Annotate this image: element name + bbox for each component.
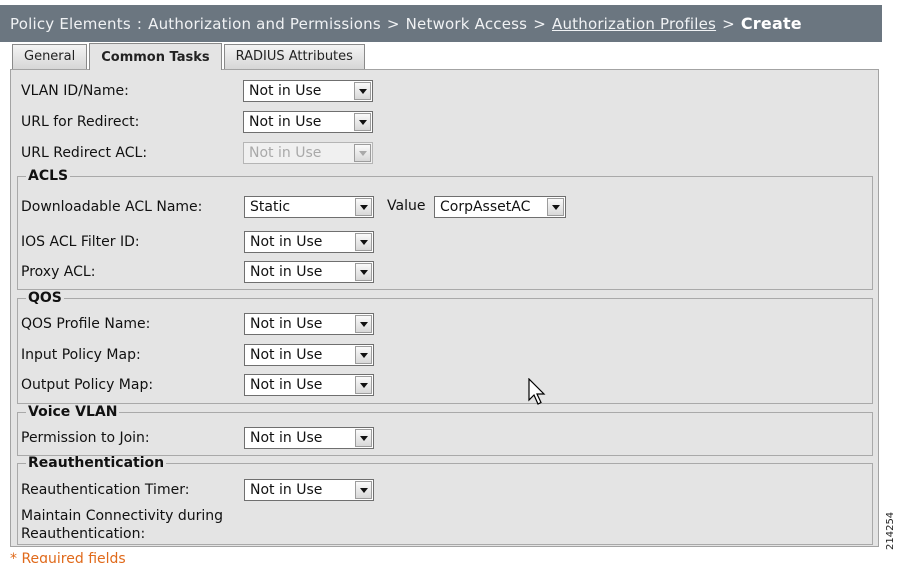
output-policy-label: Output Policy Map: (21, 377, 154, 393)
url-redirect-acl-select-value: Not in Use (249, 145, 322, 161)
reauth-timer-select[interactable]: Not in Use (244, 479, 374, 501)
breadcrumb-separator: : (136, 14, 143, 33)
chevron-down-icon (354, 113, 371, 131)
tab-bar: General Common Tasks RADIUS Attributes (12, 43, 367, 70)
url-redirect-acl-label: URL Redirect ACL: (21, 145, 148, 161)
chevron-down-icon (355, 315, 372, 333)
figure-id: 214254 (885, 511, 896, 550)
qos-profile-select-value: Not in Use (250, 316, 323, 332)
ios-acl-label: IOS ACL Filter ID: (21, 234, 140, 250)
breadcrumb-network-access: Network Access (405, 14, 528, 33)
downloadable-acl-select-value: Static (250, 199, 291, 215)
breadcrumb-separator: > (722, 14, 735, 33)
chevron-down-icon (355, 429, 372, 447)
breadcrumb-authorization-profiles-link[interactable]: Authorization Profiles (551, 14, 717, 33)
qos-profile-label: QOS Profile Name: (21, 316, 151, 332)
url-redirect-row: URL for Redirect: (21, 110, 139, 134)
chevron-down-icon (354, 82, 371, 100)
tab-common-tasks[interactable]: Common Tasks (89, 43, 222, 70)
breadcrumb: Policy Elements : Authorization and Perm… (0, 5, 882, 42)
vlan-select-value: Not in Use (249, 83, 322, 99)
vlan-label: VLAN ID/Name: (21, 83, 129, 99)
qos-section: QOS (17, 290, 873, 404)
tab-general[interactable]: General (12, 44, 88, 69)
reauthentication-section: Reauthentication (17, 455, 873, 545)
output-policy-row: Output Policy Map: (21, 373, 153, 397)
chevron-down-icon (355, 346, 372, 364)
acl-value-select-value: CorpAssetAC (440, 199, 531, 215)
vlan-select[interactable]: Not in Use (243, 80, 373, 102)
reauth-timer-select-value: Not in Use (250, 482, 323, 498)
ios-acl-row: IOS ACL Filter ID: (21, 230, 140, 254)
downloadable-acl-row: Downloadable ACL Name: (21, 195, 202, 219)
input-policy-label: Input Policy Map: (21, 347, 141, 363)
qos-profile-row: QOS Profile Name: (21, 312, 150, 336)
permission-join-row: Permission to Join: (21, 426, 150, 450)
mouse-cursor-icon (528, 378, 546, 405)
permission-join-label: Permission to Join: (21, 430, 150, 446)
ios-acl-select-value: Not in Use (250, 234, 323, 250)
page-title: Create (740, 14, 802, 33)
reauth-timer-row: Reauthentication Timer: (21, 478, 189, 502)
url-redirect-select[interactable]: Not in Use (243, 111, 373, 133)
acl-value-label: Value (387, 198, 426, 214)
acls-legend: ACLS (28, 168, 69, 184)
chevron-down-icon (547, 198, 564, 216)
chevron-down-icon (355, 233, 372, 251)
url-redirect-acl-row: URL Redirect ACL: (21, 141, 147, 165)
chevron-down-icon (354, 144, 371, 162)
input-policy-select-value: Not in Use (250, 347, 323, 363)
voice-vlan-legend: Voice VLAN (28, 404, 118, 420)
maintain-connectivity-label: Maintain Connectivity during Reauthentic… (21, 507, 223, 543)
permission-join-select[interactable]: Not in Use (244, 427, 374, 449)
proxy-acl-select[interactable]: Not in Use (244, 261, 374, 283)
proxy-acl-row: Proxy ACL: (21, 260, 95, 284)
chevron-down-icon (355, 198, 372, 216)
proxy-acl-select-value: Not in Use (250, 264, 323, 280)
chevron-down-icon (355, 263, 372, 281)
maintain-connectivity-line1: Maintain Connectivity during (21, 508, 224, 524)
proxy-acl-label: Proxy ACL: (21, 264, 96, 280)
maintain-connectivity-line2: Reauthentication: (21, 526, 146, 542)
downloadable-acl-label: Downloadable ACL Name: (21, 199, 203, 215)
chevron-down-icon (355, 481, 372, 499)
output-policy-select[interactable]: Not in Use (244, 374, 374, 396)
url-redirect-label: URL for Redirect: (21, 114, 140, 130)
url-redirect-select-value: Not in Use (249, 114, 322, 130)
ios-acl-select[interactable]: Not in Use (244, 231, 374, 253)
acls-section: ACLS (17, 168, 873, 290)
permission-join-select-value: Not in Use (250, 430, 323, 446)
input-policy-row: Input Policy Map: (21, 343, 141, 367)
url-redirect-acl-select: Not in Use (243, 142, 373, 164)
qos-profile-select[interactable]: Not in Use (244, 313, 374, 335)
breadcrumb-separator: > (386, 14, 400, 33)
breadcrumb-separator: > (533, 14, 546, 33)
breadcrumb-authorization-permissions: Authorization and Permissions (148, 14, 381, 33)
vlan-row: VLAN ID/Name: (21, 79, 129, 103)
tab-radius-attributes[interactable]: RADIUS Attributes (223, 44, 365, 69)
qos-legend: QOS (28, 290, 62, 306)
downloadable-acl-select[interactable]: Static (244, 196, 374, 218)
output-policy-select-value: Not in Use (250, 377, 323, 393)
chevron-down-icon (355, 376, 372, 394)
input-policy-select[interactable]: Not in Use (244, 344, 374, 366)
reauth-timer-label: Reauthentication Timer: (21, 482, 190, 498)
reauthentication-legend: Reauthentication (28, 455, 165, 471)
common-tasks-panel: VLAN ID/Name: Not in Use URL for Redirec… (10, 69, 879, 547)
acl-value-select[interactable]: CorpAssetAC (434, 196, 566, 218)
breadcrumb-policy-elements: Policy Elements (10, 14, 131, 33)
required-fields-note: * Required fields (10, 551, 126, 563)
